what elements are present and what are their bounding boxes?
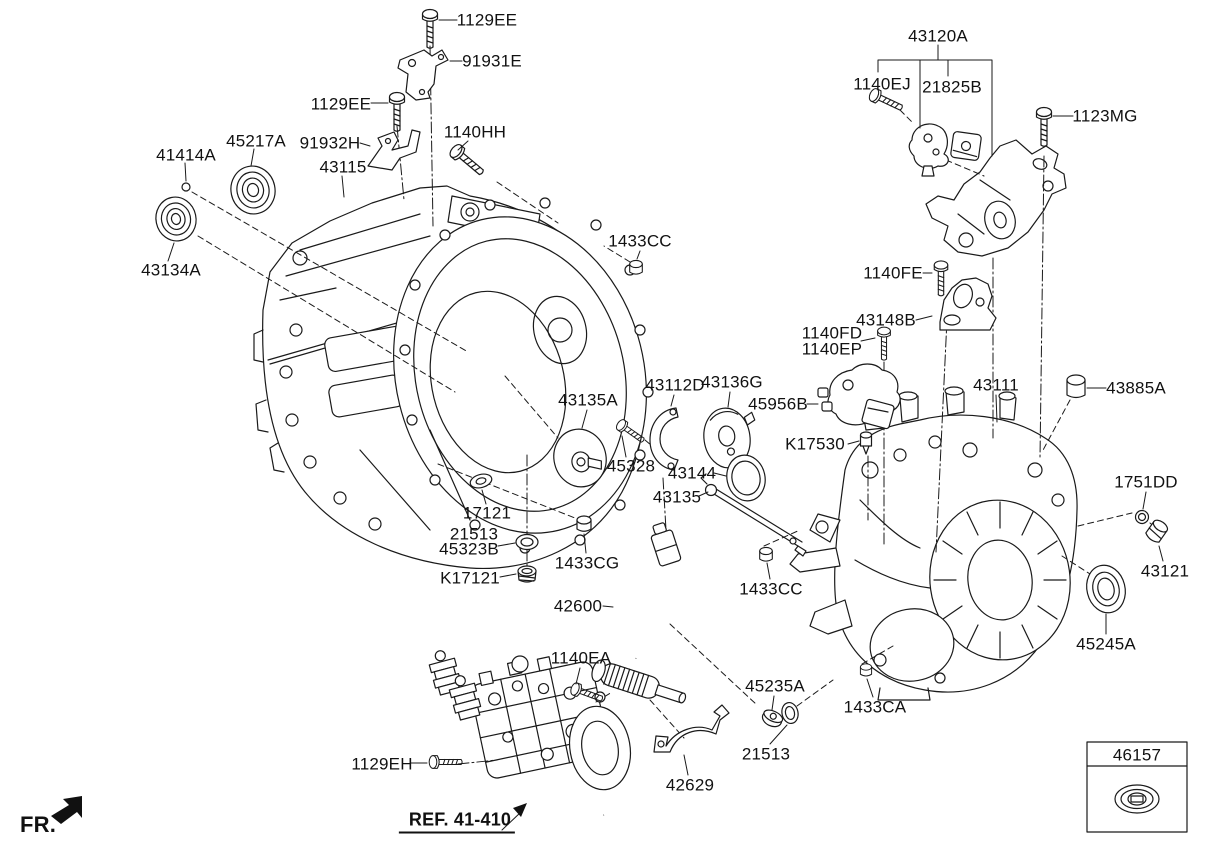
part-label-1123mg: 1123MG	[1072, 106, 1138, 126]
part-label-1129eh: 1129EH	[351, 754, 413, 774]
fork-43112d-icon	[649, 407, 679, 471]
part-label-21825b: 21825B	[922, 77, 982, 97]
transaxle-case-right-drawing	[789, 386, 1078, 701]
mount-bracket-43120a-drawing	[925, 139, 1067, 257]
ring-21513-2-icon	[781, 701, 799, 725]
bolt-1140hh-icon	[447, 141, 488, 180]
ball-41414a-icon	[181, 182, 191, 192]
bolt-1140fd-icon	[877, 326, 891, 361]
bolt-1129ee-top-icon	[421, 8, 439, 49]
part-label-43148b: 43148B	[856, 310, 916, 330]
plug-1433cg-icon	[576, 515, 592, 532]
part-label-41414a: 41414A	[156, 145, 216, 165]
bracket-43148b-icon	[939, 277, 997, 331]
leader-lines	[167, 19, 1164, 831]
part-label-43112d: 43112D	[645, 375, 705, 395]
part-label-46157: 46157	[1112, 745, 1162, 765]
bracket-91931e-icon	[397, 49, 449, 101]
part-label-43134a: 43134A	[141, 260, 201, 280]
speed-sensor-42600-icon	[591, 522, 687, 704]
bearing-45217a-icon	[230, 165, 276, 215]
ring-1751dd-icon	[1134, 509, 1150, 525]
bracket-42629-icon	[653, 704, 730, 753]
bracket-91932h-icon	[367, 129, 421, 171]
guide-lines	[191, 109, 1157, 739]
part-label-42600: 42600	[553, 596, 603, 616]
part-label-21513: 21513	[449, 524, 499, 544]
part-label-91931e: 91931E	[462, 51, 522, 71]
washer-17121-icon	[469, 473, 493, 489]
part-label-1433ca: 1433CA	[843, 697, 907, 717]
part-label-1433cc-2: 1433CC	[739, 579, 803, 599]
part-label-21513-2: 21513	[741, 744, 791, 764]
insulator-43120a-icon	[908, 123, 949, 177]
disc-43135a-icon	[553, 428, 607, 488]
part-label-1129ee-top: 1129EE	[456, 10, 518, 30]
plug-43121-icon	[1145, 519, 1169, 543]
part-label-1140fe: 1140FE	[863, 263, 923, 283]
label-bracket-43120a	[877, 44, 993, 157]
part-label-45956b: 45956B	[748, 394, 808, 414]
part-label-43144: 43144	[667, 463, 717, 483]
plate-43136g-icon	[703, 407, 756, 469]
part-label-17121: 17121	[462, 503, 512, 523]
plug-43885a-icon	[1066, 374, 1086, 399]
part-label-43136g: 43136G	[701, 372, 763, 392]
part-label-45217a: 45217A	[226, 131, 286, 151]
part-label-43111: 43111	[973, 375, 1019, 395]
plug-k17121-icon	[517, 565, 537, 583]
part-label-43115: 43115	[319, 157, 367, 177]
part-label-45328: 45328	[606, 456, 656, 476]
part-label-91932h: 91932H	[299, 133, 361, 153]
part-label-1140ep: 1140EP	[801, 339, 863, 359]
ref-arrowhead	[513, 803, 527, 817]
part-label-1140fd: 1140FD	[801, 323, 863, 343]
lever-43135-icon	[700, 473, 807, 557]
part-label-43135: 43135	[652, 487, 702, 507]
part-label-45235a: 45235A	[745, 676, 805, 696]
part-label-1129ee-2: 1129EE	[310, 94, 372, 114]
sensor-45956b-icon	[817, 363, 901, 430]
part-label-45323b: 45323B	[439, 539, 499, 559]
seal-45245a-icon	[1086, 564, 1126, 614]
ref-41-410-label: REF. 41-410	[398, 811, 516, 834]
part-label-1140ej: 1140EJ	[853, 74, 911, 94]
part-label-k17530: K17530	[785, 434, 845, 454]
ring-43144-icon	[726, 454, 766, 502]
damper-21825b-icon	[950, 131, 982, 161]
plug-1433cc-2-icon	[759, 546, 773, 562]
part-label-43120a: 43120A	[908, 26, 968, 46]
inset-box-46157	[1086, 741, 1188, 833]
part-label-43135a: 43135A	[558, 390, 618, 410]
part-label-43121: 43121	[1140, 561, 1190, 581]
bolt-1129ee-2-icon	[388, 91, 406, 132]
part-label-42629: 42629	[665, 775, 715, 795]
plug-k17530-icon	[859, 431, 873, 455]
part-label-1140hh: 1140HH	[443, 122, 507, 142]
part-label-1140ea: 1140EA	[550, 648, 612, 668]
bolt-1123mg-icon	[1035, 106, 1053, 147]
bolt-1140fe-icon	[933, 260, 949, 297]
plug-1433cc-top-icon	[629, 259, 643, 275]
plug-1433ca-icon	[859, 663, 873, 677]
part-label-1433cc-top: 1433CC	[608, 231, 672, 251]
bolt-1129eh-icon	[428, 755, 463, 769]
part-label-1433cg: 1433CG	[554, 553, 620, 573]
part-label-1751dd: 1751DD	[1114, 472, 1178, 492]
part-label-k17121: K17121	[440, 568, 500, 588]
fr-direction-label: FR.	[19, 812, 57, 837]
cap-45235a-icon	[761, 709, 784, 728]
fr-direction-arrow-icon	[51, 796, 82, 824]
part-label-43885a: 43885A	[1106, 378, 1166, 398]
bearing-43134a-icon	[155, 196, 197, 242]
ring-21513-icon	[515, 533, 539, 551]
part-label-45245a: 45245A	[1076, 634, 1136, 654]
